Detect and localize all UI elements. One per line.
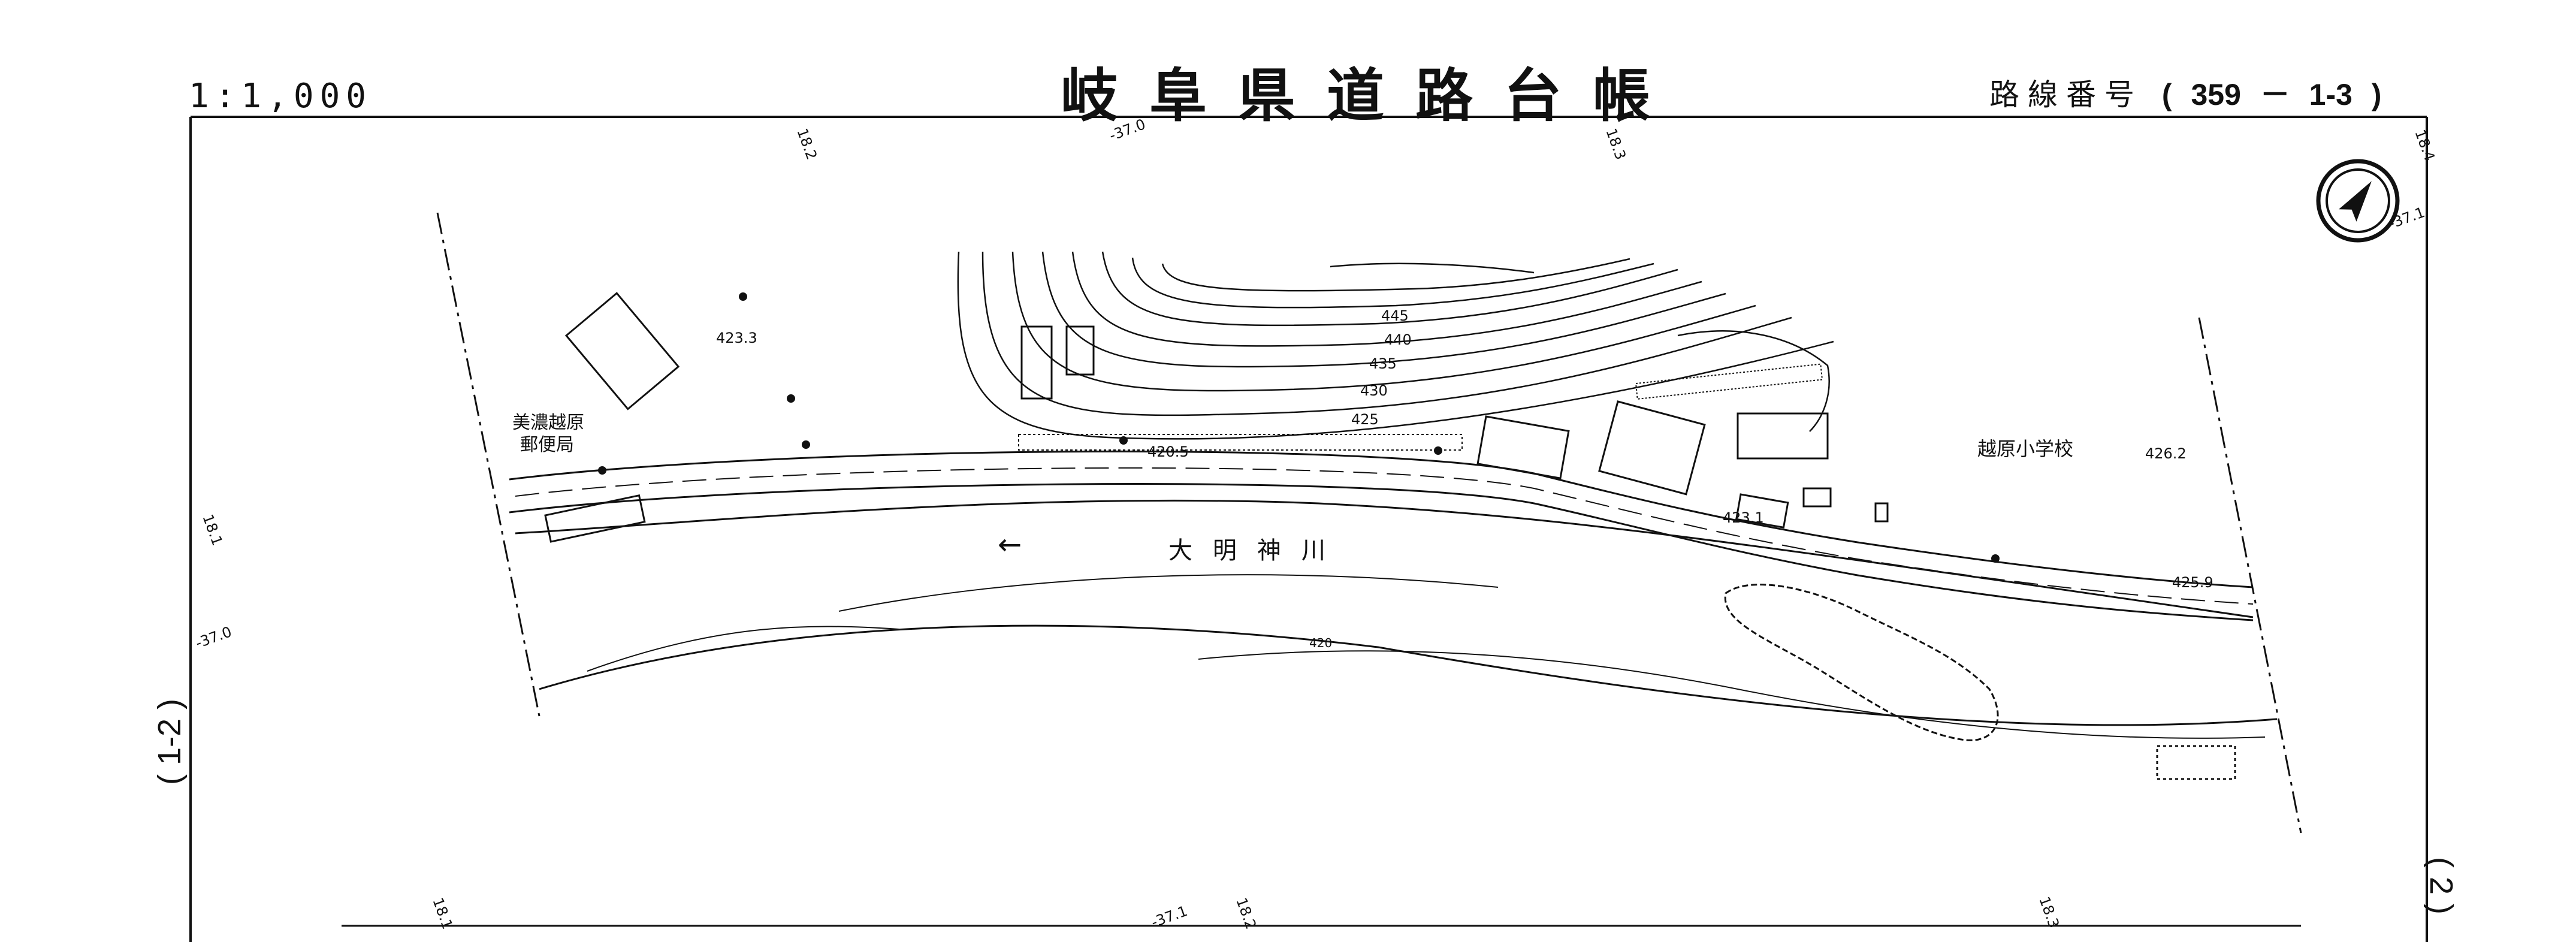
river bbox=[515, 499, 2278, 739]
frame-code: 18.2 bbox=[793, 126, 820, 162]
map-scale: 1:1,000 bbox=[189, 77, 373, 116]
route-number: ( 359 － 1-3 ) bbox=[2161, 78, 2382, 111]
north-arrow-icon bbox=[2316, 159, 2400, 243]
slope-hatch bbox=[1018, 434, 1463, 451]
frame-code: 18.1 bbox=[199, 512, 226, 548]
elevation-label: 425.9 bbox=[2172, 574, 2213, 591]
route-number-label: 路線番号 ( 359 － 1-3 ) bbox=[1989, 71, 2381, 114]
frame-code: -37.0 bbox=[193, 623, 234, 652]
river-name: 大明神川 bbox=[1168, 537, 1346, 564]
buildings bbox=[544, 292, 2236, 780]
contour-label-440: 440 bbox=[1384, 331, 1412, 348]
elevation-label: 420.5 bbox=[1147, 443, 1189, 460]
tree-cluster bbox=[1724, 584, 1999, 741]
boundary-line-right bbox=[2198, 317, 2302, 834]
contour-lines bbox=[957, 251, 1834, 440]
frame-code: 18.3 bbox=[2036, 894, 2062, 930]
frame-code: 18.4 bbox=[2411, 127, 2438, 163]
post-office-label: 美濃越原 bbox=[512, 412, 584, 433]
elevation-label: 420 bbox=[1309, 636, 1332, 650]
elevation-label: 423.3 bbox=[716, 330, 757, 346]
elevation-label: 426.2 bbox=[2145, 445, 2187, 462]
boundary-line-left bbox=[436, 212, 540, 717]
frame-code: 18.3 bbox=[1602, 126, 1629, 162]
frame-code: -37.1 bbox=[1149, 902, 1189, 931]
contour-label-435: 435 bbox=[1369, 355, 1397, 372]
road bbox=[509, 450, 2254, 621]
frame-code: -37.1 bbox=[2386, 204, 2427, 233]
river-arrow: ← bbox=[998, 528, 1022, 561]
contour-label-430: 430 bbox=[1360, 382, 1388, 399]
contour-label-425: 425 bbox=[1351, 411, 1379, 428]
frame-code: -37.0 bbox=[1107, 116, 1147, 144]
elevation-label: 423.1 bbox=[1723, 509, 1764, 526]
contour-label-445: 445 bbox=[1381, 307, 1409, 324]
map-title: 岐阜県道路台帳 bbox=[1061, 62, 1681, 129]
school-label: 越原小学校 bbox=[1977, 437, 2073, 460]
post-office-label-2: 郵便局 bbox=[520, 434, 574, 455]
route-label: 路線番号 bbox=[1989, 78, 2143, 111]
markers bbox=[598, 292, 2000, 563]
